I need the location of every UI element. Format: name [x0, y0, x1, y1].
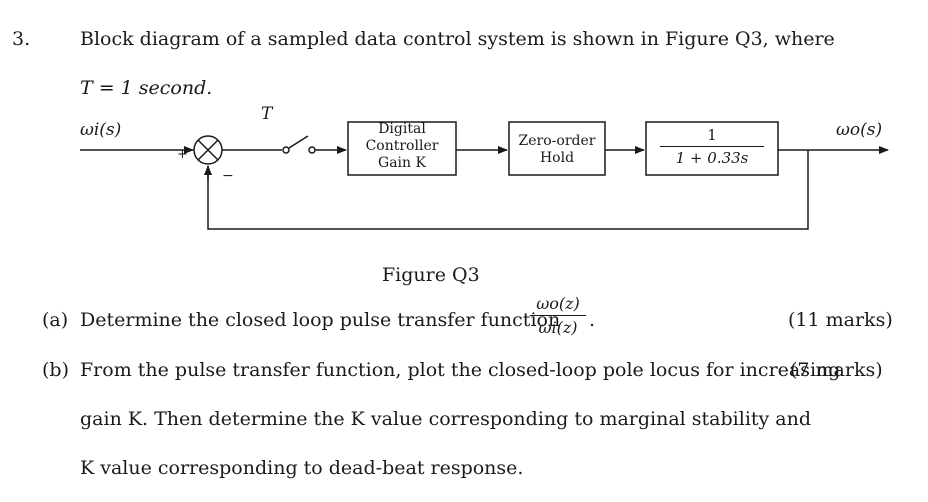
part-b-marks: (7 marks) — [790, 359, 883, 381]
sampler-switch-arm — [288, 135, 309, 149]
controller-block-label: Digital Controller Gain K — [348, 121, 456, 172]
sampler-switch-right — [308, 146, 316, 154]
controller-label-line2: Controller — [365, 138, 439, 154]
fraction-denominator: ωi(z) — [538, 318, 578, 337]
plant-numerator: 1 — [707, 126, 717, 144]
minus-sign: − — [222, 168, 234, 184]
controller-label-line1: Digital — [378, 121, 426, 137]
zoh-block-label: Zero-order Hold — [509, 133, 605, 167]
part-a-text: Determine the closed loop pulse transfer… — [80, 309, 561, 331]
output-label: ωo(s) — [836, 120, 883, 140]
sampler-label: T — [261, 104, 273, 124]
controller-label-line3: Gain K — [378, 155, 426, 171]
plant-transfer-function: 1 1 + 0.33s — [660, 126, 764, 167]
pulse-transfer-fraction: ωo(z) ωi(z) — [530, 294, 586, 337]
part-a-label: (a) — [42, 309, 69, 331]
question-intro-line1: Block diagram of a sampled data control … — [80, 28, 835, 50]
zoh-label-line2: Hold — [539, 150, 575, 166]
plus-sign: + — [177, 147, 188, 162]
part-a-end: . — [589, 309, 596, 331]
plant-block — [645, 121, 779, 176]
controller-block — [347, 121, 457, 176]
part-b-line3: K value corresponding to dead-beat respo… — [80, 457, 524, 479]
zoh-block — [508, 121, 606, 176]
question-intro-line2: T = 1 second. — [80, 77, 213, 99]
fraction-numerator: ωo(z) — [536, 294, 580, 313]
part-b-label: (b) — [42, 359, 69, 381]
part-b-line2: gain K. Then determine the K value corre… — [80, 408, 812, 430]
feedback-path — [207, 150, 809, 230]
part-a-marks: (11 marks) — [788, 309, 893, 331]
zoh-label-line1: Zero-order — [518, 133, 596, 149]
part-b-line1: From the pulse transfer function, plot t… — [80, 359, 841, 381]
plant-denominator: 1 + 0.33s — [675, 149, 749, 167]
figure-caption: Figure Q3 — [382, 264, 480, 286]
input-label: ωi(s) — [80, 120, 122, 140]
sampler-switch-left — [282, 146, 290, 154]
question-number: 3. — [12, 28, 31, 50]
